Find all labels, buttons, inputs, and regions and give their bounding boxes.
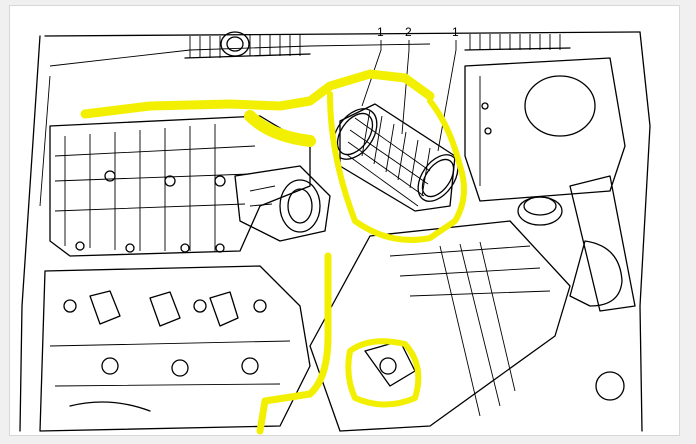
coolant-reservoir: [464, 57, 626, 202]
duct-clamp-right: [417, 154, 459, 202]
highlight-upper-hose: [80, 69, 435, 119]
callout-1-right: 1: [452, 25, 459, 39]
throttle-body: [234, 165, 331, 242]
fluid-reservoir-cap: [517, 196, 623, 307]
callout-1-left: 1: [377, 25, 384, 39]
highlight-annotations: [80, 69, 467, 435]
air-cleaner-housing: [309, 175, 636, 432]
highlight-vertical-line: [256, 252, 332, 435]
callout-2: 2: [405, 25, 412, 39]
highlight-hose-cluster: [244, 110, 316, 147]
engine-compartment-diagram: 1 2 1: [19, 25, 651, 435]
callout-leaders: [361, 40, 457, 152]
oil-filler-cap: [220, 31, 250, 57]
engine-bay-outline: [19, 31, 651, 432]
highlight-duct-loop: [327, 91, 467, 243]
callout-labels: 1 2 1: [377, 25, 459, 39]
bulkhead-ribs: [184, 34, 571, 59]
cylinder-head: [39, 265, 311, 432]
highlight-sensor-loop: [345, 338, 422, 408]
diagram-sheet: 1 2 1: [9, 5, 680, 436]
intake-manifold: [49, 115, 311, 257]
